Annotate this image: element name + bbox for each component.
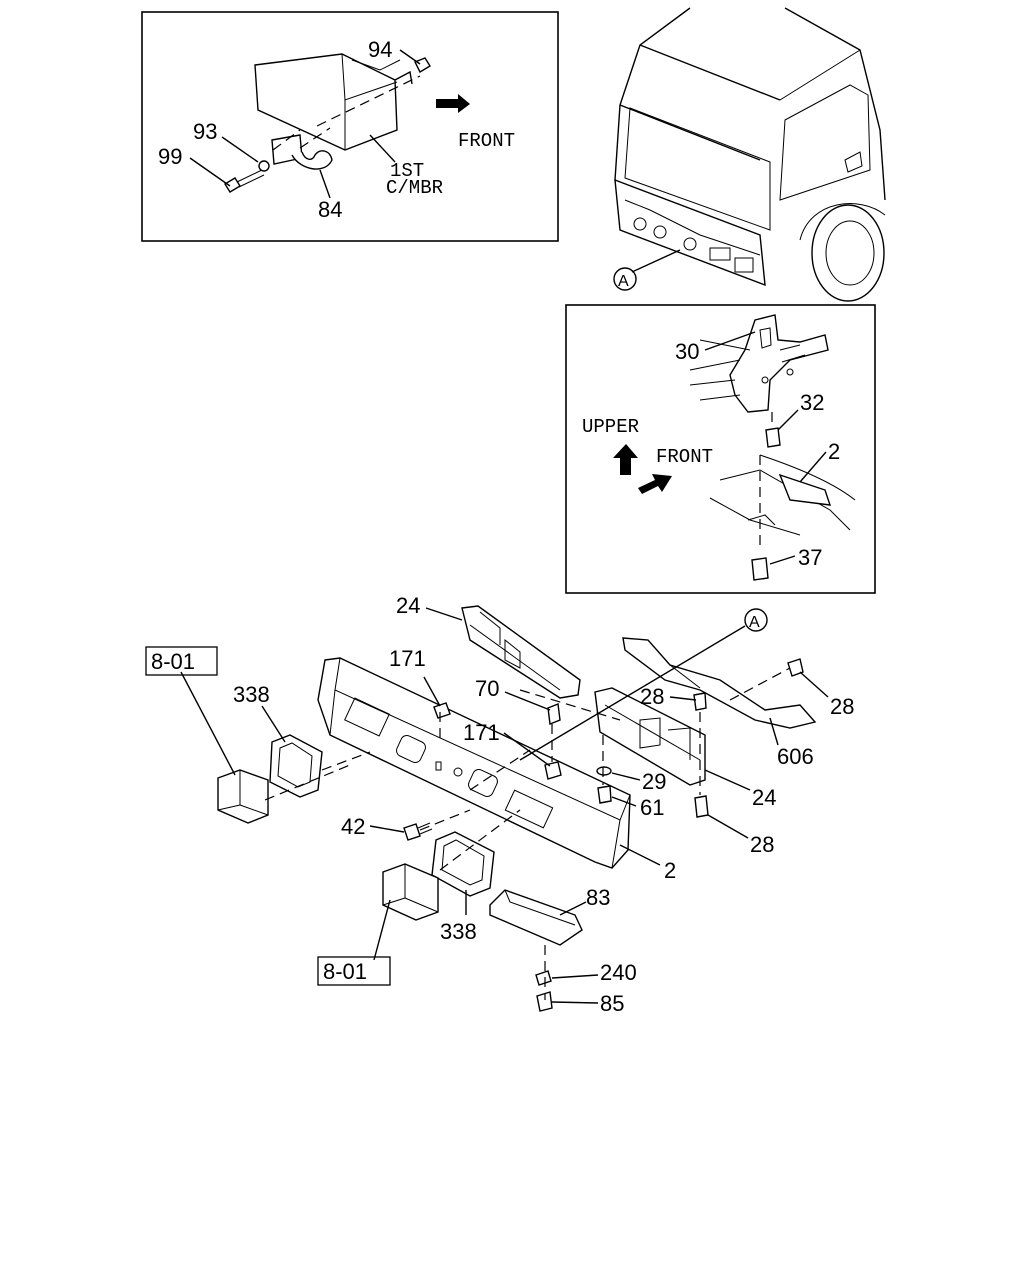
bracket-24-upper-drawing	[461, 605, 581, 699]
label-70: 70	[475, 676, 499, 701]
label-24-top: 24	[396, 593, 420, 618]
lamp-8-01-a-drawing	[217, 769, 269, 824]
label-94: 94	[368, 37, 392, 62]
label-2: 2	[664, 858, 676, 883]
label-30: 30	[675, 339, 699, 364]
washer-29-drawing	[596, 766, 612, 776]
label-42: 42	[341, 814, 365, 839]
front-arrow-icon	[436, 94, 470, 113]
main-exploded-view: 24 171 70 171 338 42 2 338 83 240 85 28 …	[145, 593, 854, 1016]
bolt-28-a-drawing	[787, 658, 804, 677]
front-arrow-right-icon	[638, 474, 672, 494]
callout-a-circle	[613, 267, 637, 291]
bolt-32-drawing	[765, 427, 781, 448]
label-28-b: 28	[830, 694, 854, 719]
nut-94-drawing	[414, 57, 431, 73]
callout-a-main-circle	[744, 608, 768, 632]
cross-member-drawing	[254, 53, 413, 151]
member-label-line1: 1ST	[390, 160, 424, 182]
callout-a-label: A	[618, 273, 629, 290]
washer-240-drawing	[535, 970, 552, 986]
bolt-37-drawing	[751, 557, 769, 581]
label-338-b: 338	[440, 919, 477, 944]
upper-label: UPPER	[582, 416, 639, 438]
label-606: 606	[777, 744, 814, 769]
upper-arrow-icon	[613, 444, 638, 475]
inset-right-frame	[565, 304, 876, 594]
plate-83-drawing	[489, 889, 583, 946]
label-93: 93	[193, 119, 217, 144]
nut-171-a-drawing	[433, 702, 451, 719]
front-label: FRONT	[458, 130, 515, 152]
bumper-2-section	[709, 454, 856, 536]
inset-top-left-frame	[141, 11, 559, 242]
lamp-8-01-b-drawing	[382, 863, 439, 921]
bezel-338-b-drawing	[431, 831, 495, 897]
label-338-a: 338	[233, 682, 270, 707]
label-83: 83	[586, 885, 610, 910]
front-label-inset: FRONT	[656, 446, 713, 468]
bracket-30-drawing	[689, 314, 829, 413]
label-37: 37	[798, 545, 822, 570]
label-99: 99	[158, 144, 182, 169]
bolt-61-drawing	[597, 785, 612, 804]
truck-view: A	[613, 7, 886, 302]
label-85: 85	[600, 991, 624, 1016]
label-84: 84	[318, 197, 342, 222]
bumper-2-drawing	[317, 657, 631, 869]
ref-box-8-01-a[interactable]: 8-01	[145, 646, 218, 676]
label-2-inset: 2	[828, 439, 840, 464]
label-171-b: 171	[463, 720, 500, 745]
ref-box-8-01-b[interactable]: 8-01	[317, 956, 391, 986]
bolt-28-c-drawing	[694, 795, 709, 818]
label-28-a: 28	[640, 684, 664, 709]
label-171-a: 171	[389, 646, 426, 671]
ref-label-8-01-a: 8-01	[151, 649, 195, 674]
bolt-85-drawing	[536, 991, 553, 1012]
label-28-c: 28	[750, 832, 774, 857]
label-61: 61	[640, 795, 664, 820]
inset-top-left: 94 93 99 84 FRONT 1ST C/MBR	[141, 11, 559, 242]
member-label-line2: C/MBR	[386, 177, 443, 199]
label-32: 32	[800, 390, 824, 415]
tow-hook-drawing	[271, 75, 421, 170]
nut-171-b-drawing	[544, 761, 562, 780]
label-24-mid: 24	[752, 785, 776, 810]
bolt-28-b-drawing	[693, 692, 707, 711]
label-240: 240	[600, 960, 637, 985]
bolt-99-drawing	[224, 169, 265, 193]
inset-right: 30 32 2 37 UPPER FRONT	[565, 304, 876, 594]
bolt-42-drawing	[403, 823, 421, 841]
bolt-70-drawing	[547, 703, 561, 725]
label-29: 29	[642, 769, 666, 794]
bracket-24-lower-drawing	[594, 687, 706, 786]
callout-a-main-label: A	[749, 614, 760, 631]
washer-93-drawing	[258, 160, 270, 172]
ref-label-8-01-b: 8-01	[323, 959, 367, 984]
frame-606-drawing	[622, 637, 817, 729]
